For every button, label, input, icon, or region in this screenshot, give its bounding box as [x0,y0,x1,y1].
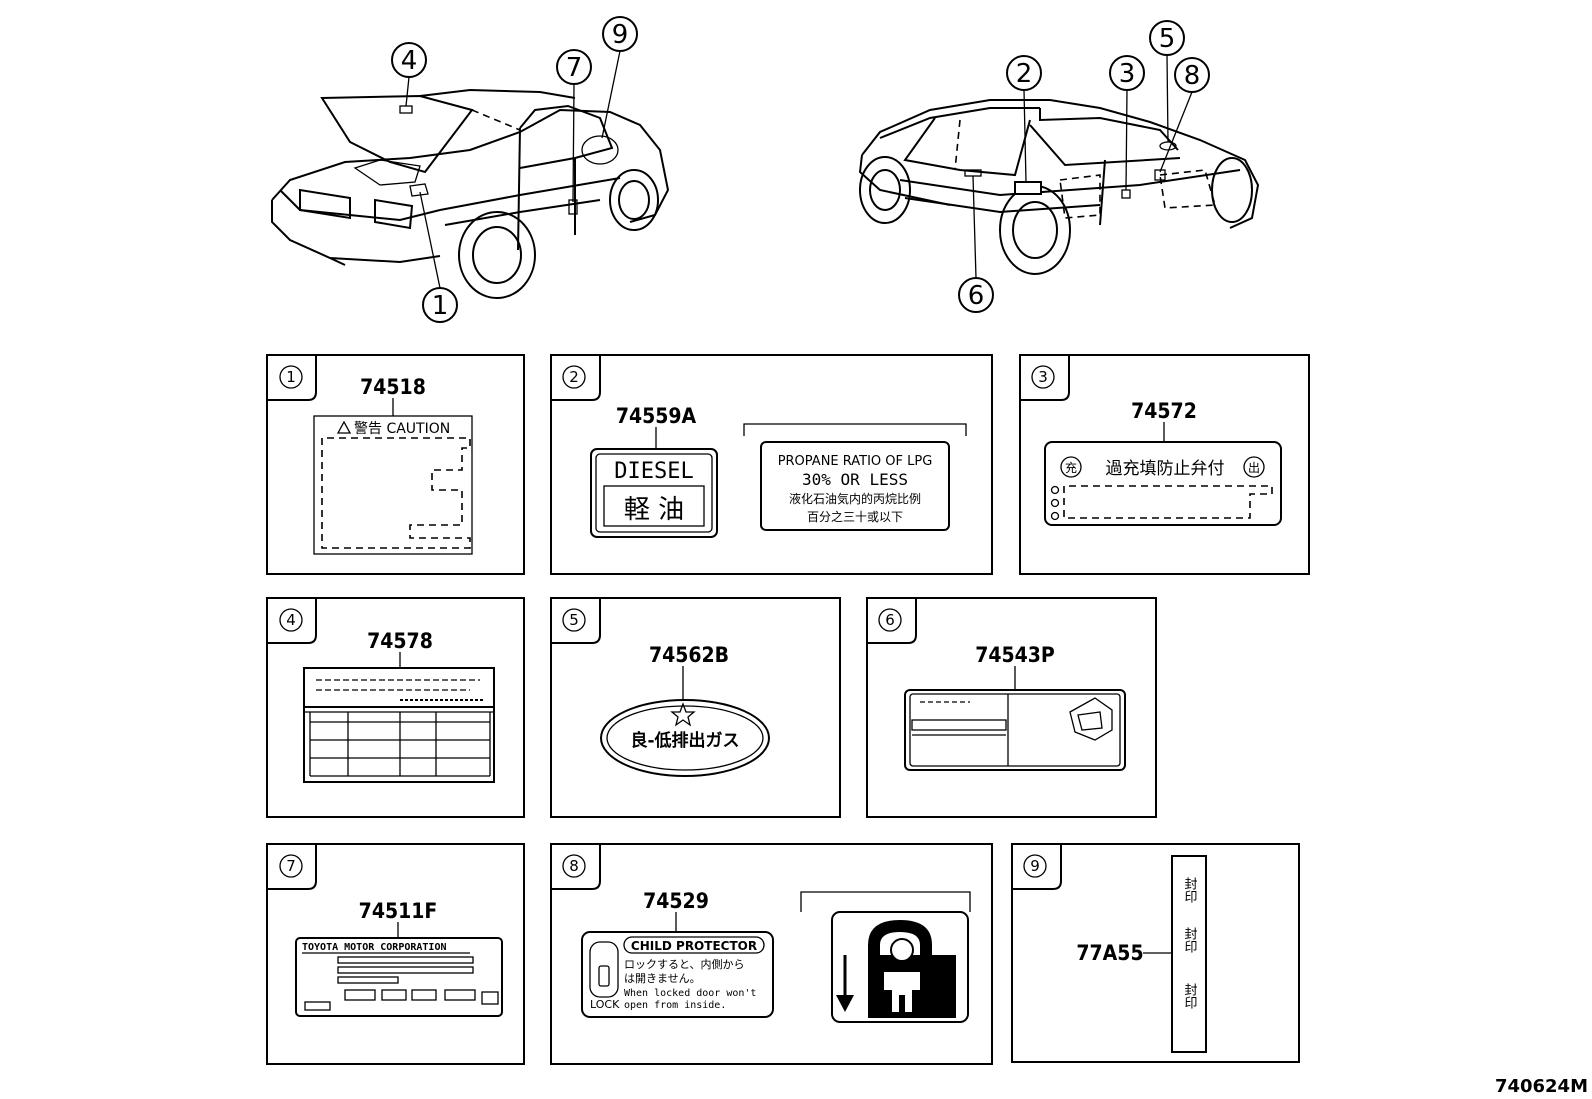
callout-3: 3 [1119,59,1136,89]
callout-7: 7 [566,53,583,83]
left-badge: 充 [1065,460,1077,475]
callout-1: 1 [432,291,449,321]
lpg-line-1: PROPANE RATIO OF LPG [778,454,933,469]
diesel-label: DIESEL [614,459,693,484]
panel-9: 9 77A55 封印 封印 封印 [1011,843,1300,1063]
panel-4: 4 74578 [266,597,525,818]
panel-8-index: 8 [569,857,579,875]
low-emission-label: 良-低排出ガス [630,730,739,751]
lpg-line-3: 液化石油気内的丙烷比例 [789,491,921,506]
front-car-callouts: 4 1 7 9 [391,16,638,323]
panel-2: 2 74559A DIESEL 軽 油 PROPANE RATIO OF LPG… [550,354,993,575]
lock-label: LOCK [590,998,620,1011]
part-number-74578: 74578 [367,629,433,653]
panel-3: 3 74572 充 過充填防止弁付 出 [1019,354,1310,575]
callout-8: 8 [1184,61,1201,91]
right-badge: 出 [1248,461,1260,475]
panel-6: 6 74543P [866,597,1157,818]
panel-9-index: 9 [1030,857,1040,875]
panel-7: 7 74511F TOYOTA MOTOR CORPORATION [266,843,525,1065]
panel-6-index: 6 [885,611,895,629]
part-number-74529: 74529 [643,889,709,913]
callout-4: 4 [401,46,418,76]
lpg-line-2: 30% OR LESS [802,470,908,489]
panel-3-index: 3 [1038,368,1048,386]
child-en-line-2: open from inside. [624,1000,726,1011]
callout-9: 9 [612,20,629,50]
seal-3: 封印 [1182,983,1198,1009]
part-number-74559A: 74559A [616,404,697,428]
rear-car-callouts: 2 3 5 8 6 [958,20,1210,313]
panel-5: 5 74562B 良-低排出ガス [550,597,841,818]
child-jp-line-2: は開きません。 [624,972,701,985]
diesel-jp-label: 軽 油 [624,495,684,525]
callout-2: 2 [1016,59,1033,89]
panel-7-index: 7 [286,857,296,875]
child-protector-title: CHILD PROTECTOR [631,939,757,953]
rear-car-illustration [858,99,1260,275]
panel-8: 8 74529 CHILD PROTECTOR LOCK ロックすると、内側から… [550,843,993,1065]
part-number-74572: 74572 [1131,399,1197,423]
part-number-77A55: 77A55 [1076,941,1143,965]
caution-label: 警告 CAUTION [354,421,450,437]
corp-label: TOYOTA MOTOR CORPORATION [302,942,447,953]
part-number-74562B: 74562B [649,643,729,667]
valve-label: 過充填防止弁付 [1106,459,1225,479]
panel-5-index: 5 [569,611,579,629]
part-number-74511F: 74511F [359,899,438,923]
part-number-74543P: 74543P [975,643,1055,667]
panel-1: 1 74518 警告 CAUTION [266,354,525,575]
panel-2-index: 2 [569,368,579,386]
part-number-74518: 74518 [360,375,426,399]
lpg-line-4: 百分之三十或以下 [807,510,903,524]
child-jp-line-1: ロックすると、内側から [624,957,745,971]
child-en-line-1: When locked door won't [624,988,756,999]
panel-4-index: 4 [286,611,296,629]
front-car-illustration [271,88,670,299]
callout-5: 5 [1159,24,1176,54]
seal-1: 封印 [1182,877,1198,903]
diagram-code: 740624M [1495,1076,1588,1097]
callout-6: 6 [968,281,985,311]
panel-1-index: 1 [286,368,296,386]
seal-2: 封印 [1182,927,1198,953]
